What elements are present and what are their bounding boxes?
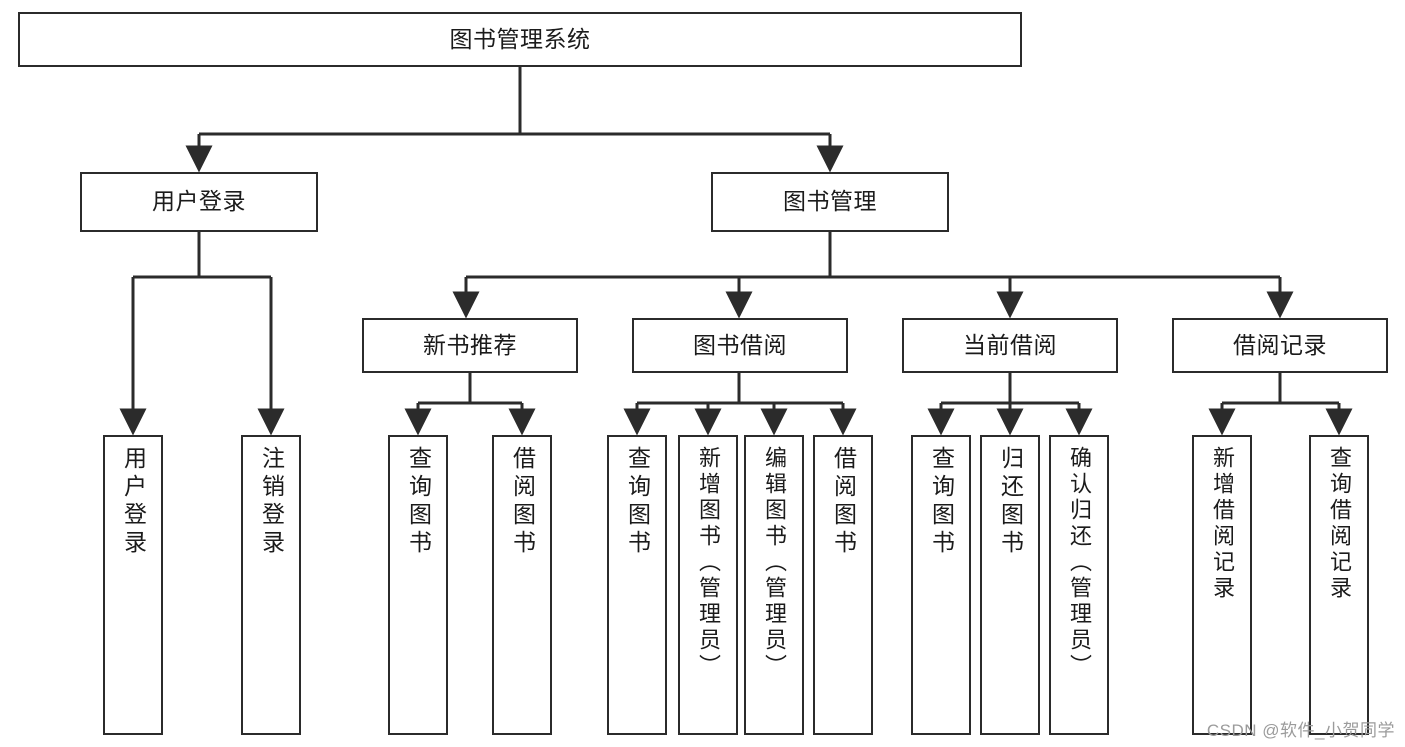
node-label: 用户登录 xyxy=(152,188,246,215)
node-label: 查询图书 xyxy=(405,446,432,558)
node-book-management[interactable]: 图书管理 xyxy=(711,172,949,232)
node-label: 借阅记录 xyxy=(1233,331,1327,358)
node-label: 查询图书 xyxy=(928,446,955,558)
leaf-add-book-admin[interactable]: 新增图书（管理员） xyxy=(678,435,738,735)
node-book-borrow[interactable]: 图书借阅 xyxy=(632,318,848,373)
leaf-query-book-current[interactable]: 查询图书 xyxy=(911,435,971,735)
leaf-borrow-book-new[interactable]: 借阅图书 xyxy=(492,435,552,735)
leaf-return-book[interactable]: 归还图书 xyxy=(980,435,1040,735)
node-label: 归还图书 xyxy=(997,446,1024,558)
node-label: 图书管理系统 xyxy=(449,25,591,52)
node-label: 新增借阅记录 xyxy=(1210,446,1235,602)
leaf-confirm-return-admin[interactable]: 确认归还（管理员） xyxy=(1049,435,1109,735)
leaf-add-borrow-record[interactable]: 新增借阅记录 xyxy=(1192,435,1252,735)
node-label: 注销登录 xyxy=(258,446,285,558)
leaf-query-book-new[interactable]: 查询图书 xyxy=(388,435,448,735)
leaf-edit-book-admin[interactable]: 编辑图书（管理员） xyxy=(744,435,804,735)
node-label: 图书借阅 xyxy=(693,331,787,358)
node-user-login[interactable]: 用户登录 xyxy=(80,172,318,232)
node-label: 用户登录 xyxy=(120,446,147,558)
node-label: 当前借阅 xyxy=(963,331,1057,358)
node-label: 借阅图书 xyxy=(830,446,857,558)
leaf-query-book-borrow[interactable]: 查询图书 xyxy=(607,435,667,735)
leaf-logout[interactable]: 注销登录 xyxy=(241,435,301,735)
node-new-book-recommend[interactable]: 新书推荐 xyxy=(362,318,578,373)
node-label: 查询图书 xyxy=(624,446,651,558)
node-label: 新书推荐 xyxy=(423,331,517,358)
node-current-borrow[interactable]: 当前借阅 xyxy=(902,318,1118,373)
node-borrow-record[interactable]: 借阅记录 xyxy=(1172,318,1388,373)
node-label: 查询借阅记录 xyxy=(1327,446,1352,602)
leaf-user-login[interactable]: 用户登录 xyxy=(103,435,163,735)
leaf-query-borrow-record[interactable]: 查询借阅记录 xyxy=(1309,435,1369,735)
leaf-borrow-book[interactable]: 借阅图书 xyxy=(813,435,873,735)
node-label: 编辑图书（管理员） xyxy=(762,446,787,680)
node-label: 借阅图书 xyxy=(509,446,536,558)
node-label: 图书管理 xyxy=(783,188,877,215)
node-root-system[interactable]: 图书管理系统 xyxy=(18,12,1022,67)
node-label: 确认归还（管理员） xyxy=(1067,446,1092,680)
node-label: 新增图书（管理员） xyxy=(696,446,721,680)
